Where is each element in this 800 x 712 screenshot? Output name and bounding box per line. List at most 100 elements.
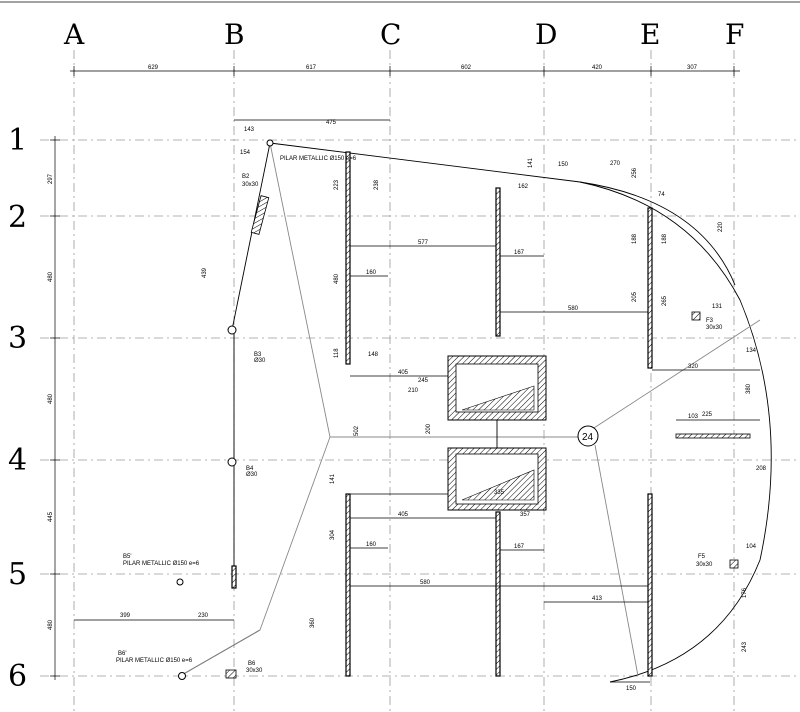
column-marker-b1 <box>266 139 274 147</box>
dim-580-upper: 580 <box>568 306 579 312</box>
axis-label-c: C <box>380 18 401 51</box>
roof-edge-line <box>269 142 772 683</box>
label-b3: B3 <box>254 352 262 358</box>
dim-357: 357 <box>520 512 531 518</box>
dim-238: 238 <box>374 179 380 190</box>
dim-150: 150 <box>558 162 569 168</box>
top-dim-ef: 307 <box>687 65 698 71</box>
wall-e-lower <box>647 493 653 677</box>
top-dim-cd: 602 <box>461 65 472 71</box>
dim-270: 270 <box>610 161 621 167</box>
box-lower-slope <box>461 469 535 501</box>
wall-c-upper <box>345 151 351 365</box>
dim-220: 220 <box>718 221 724 232</box>
dim-577: 577 <box>418 240 429 246</box>
dim-103: 103 <box>688 414 699 420</box>
dim-243: 243 <box>742 641 748 652</box>
axis-label-6: 6 <box>8 659 27 694</box>
dim-399: 399 <box>120 613 131 619</box>
dim-160-lower: 160 <box>366 542 377 548</box>
top-dim-ab: 629 <box>148 65 159 71</box>
label-f5: F5 <box>698 554 706 560</box>
dim-188b: 188 <box>632 233 638 244</box>
dim-405-upper: 405 <box>398 370 409 376</box>
top-dim-de: 420 <box>592 65 603 71</box>
dim-230: 230 <box>198 613 209 619</box>
axis-label-5: 5 <box>8 557 27 592</box>
gray-guide-callout <box>594 444 639 677</box>
axis-label-a: A <box>63 18 85 51</box>
dim-200: 200 <box>426 423 432 434</box>
axis-label-e: E <box>640 18 660 51</box>
left-dim-12: 297 <box>48 173 54 184</box>
column-marker-b5 <box>176 578 184 586</box>
callout-circle <box>577 425 599 447</box>
dim-439: 439 <box>202 267 208 278</box>
label-pilar-bottom: PILAR METALLIC Ø150 e=6 <box>116 658 193 664</box>
dim-188: 188 <box>662 233 668 244</box>
callout-number: 24 <box>582 432 594 443</box>
dim-148: 148 <box>368 352 379 358</box>
wall-b-column <box>231 565 237 589</box>
left-dim-23: 480 <box>48 271 54 282</box>
dim-413: 413 <box>592 596 603 602</box>
dim-118: 118 <box>334 348 340 358</box>
beam-f4 <box>675 433 751 439</box>
dim-360: 360 <box>310 617 316 628</box>
dim-256: 256 <box>632 167 638 178</box>
outer-curve-right <box>579 181 736 286</box>
dim-131: 131 <box>712 304 723 310</box>
gray-guide-left <box>179 142 331 677</box>
left-dim-45: 445 <box>48 511 54 522</box>
column-marker-b6 <box>178 672 186 680</box>
dim-210: 210 <box>408 388 419 394</box>
dim-225: 225 <box>702 412 713 418</box>
dim-143: 143 <box>244 127 255 133</box>
left-dimension-chain <box>50 136 60 680</box>
label-f3: F3 <box>706 318 714 324</box>
column-marker-b4 <box>227 457 237 467</box>
box-upper-slope <box>461 385 535 411</box>
dim-205: 205 <box>632 291 638 302</box>
dim-160-upper: 160 <box>366 270 377 276</box>
column-marker-b2 <box>250 195 270 235</box>
wall-d-upper <box>495 187 501 337</box>
dim-141: 141 <box>330 473 336 484</box>
dim-405-lower: 405 <box>398 512 409 518</box>
label-pilar-mid: PILAR METALLIC Ø150 e=6 <box>123 561 200 567</box>
interior-dimension-lines <box>74 119 760 621</box>
vertical-grid-lines <box>73 50 735 712</box>
dim-104: 104 <box>746 544 757 550</box>
label-f3-size: 30x30 <box>706 325 723 331</box>
dim-208: 208 <box>756 466 767 472</box>
axis-label-b: B <box>224 18 245 51</box>
axis-label-d: D <box>535 18 557 51</box>
dim-245: 245 <box>418 378 429 384</box>
top-dim-bc: 617 <box>306 65 317 71</box>
label-b6: B6 <box>248 661 256 667</box>
label-b4-size: Ø30 <box>246 472 258 478</box>
dim-223: 223 <box>334 179 340 190</box>
dim-154: 154 <box>240 150 251 156</box>
label-pilar-top: PILAR METALLIC Ø150 e=6 <box>280 156 357 162</box>
dim-502: 502 <box>354 425 360 436</box>
dim-335: 335 <box>494 490 505 496</box>
label-b2: B2 <box>242 174 250 180</box>
axis-label-4: 4 <box>8 443 27 478</box>
wall-e-upper <box>647 207 653 369</box>
column-marker-b3 <box>227 325 237 335</box>
column-marker-f5 <box>729 559 739 569</box>
top-dimension-chain <box>70 66 740 76</box>
dim-265: 265 <box>662 295 668 306</box>
dim-380: 380 <box>746 383 752 394</box>
wall-d-lower <box>495 511 501 677</box>
dim-74: 74 <box>658 192 665 198</box>
label-b4: B4 <box>246 466 254 472</box>
dim-580-lower: 580 <box>420 580 431 586</box>
left-dim-56: 480 <box>48 619 54 630</box>
dim-134: 134 <box>746 348 757 354</box>
label-b6-size: 30x30 <box>246 668 263 674</box>
bottom-dim-150: 150 <box>626 686 637 692</box>
dim-167-upper: 167 <box>514 250 525 256</box>
column-marker-f3 <box>691 311 701 321</box>
